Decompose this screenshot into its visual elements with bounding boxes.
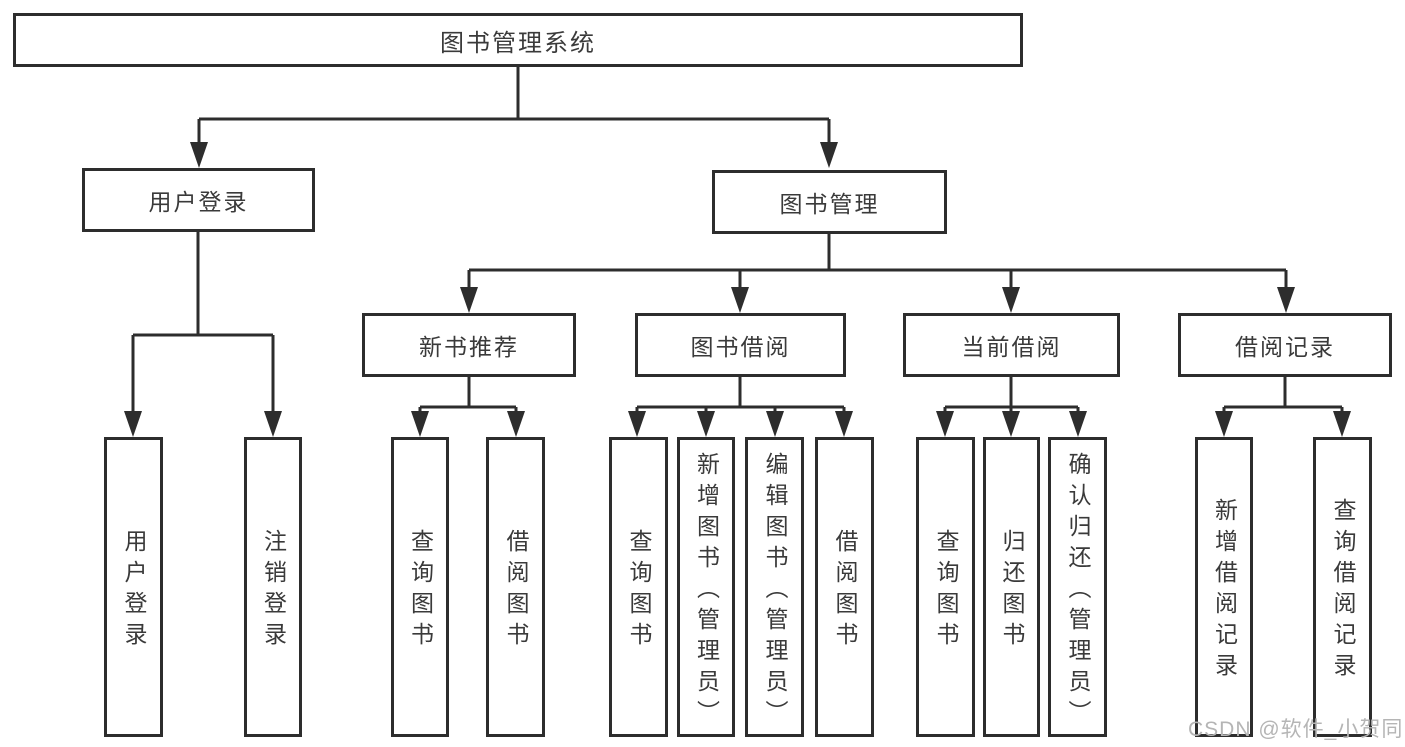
leaf-query-book-current: 查询图书 xyxy=(916,437,975,737)
root-node-system-title: 图书管理系统 xyxy=(13,13,1023,67)
current-borrow-node: 当前借阅 xyxy=(903,313,1120,377)
leaf-user-login: 用户登录 xyxy=(104,437,163,737)
leaf-borrow-book: 借阅图书 xyxy=(815,437,874,737)
leaf-logout-login: 注销登录 xyxy=(244,437,302,737)
leaf-add-borrow-record: 新增借阅记录 xyxy=(1195,437,1253,737)
book-management-node: 图书管理 xyxy=(712,170,947,234)
borrow-record-node: 借阅记录 xyxy=(1178,313,1392,377)
leaf-edit-book-admin: 编辑图书（管理员） xyxy=(745,437,804,737)
csdn-watermark: CSDN @软件_小贺同学 xyxy=(1188,718,1404,741)
user-login-node: 用户登录 xyxy=(82,168,315,232)
leaf-borrow-book-recommend: 借阅图书 xyxy=(486,437,545,737)
book-borrow-node: 图书借阅 xyxy=(635,313,846,377)
arrowheads xyxy=(124,142,1351,437)
leaf-add-book-admin: 新增图书（管理员） xyxy=(677,437,735,737)
leaf-query-book-recommend: 查询图书 xyxy=(391,437,449,737)
leaf-confirm-return-admin: 确认归还（管理员） xyxy=(1048,437,1107,737)
leaf-query-book-borrow: 查询图书 xyxy=(609,437,668,737)
leaf-query-borrow-record: 查询借阅记录 xyxy=(1313,437,1372,737)
leaf-return-book: 归还图书 xyxy=(983,437,1040,737)
new-book-recommend-node: 新书推荐 xyxy=(362,313,576,377)
